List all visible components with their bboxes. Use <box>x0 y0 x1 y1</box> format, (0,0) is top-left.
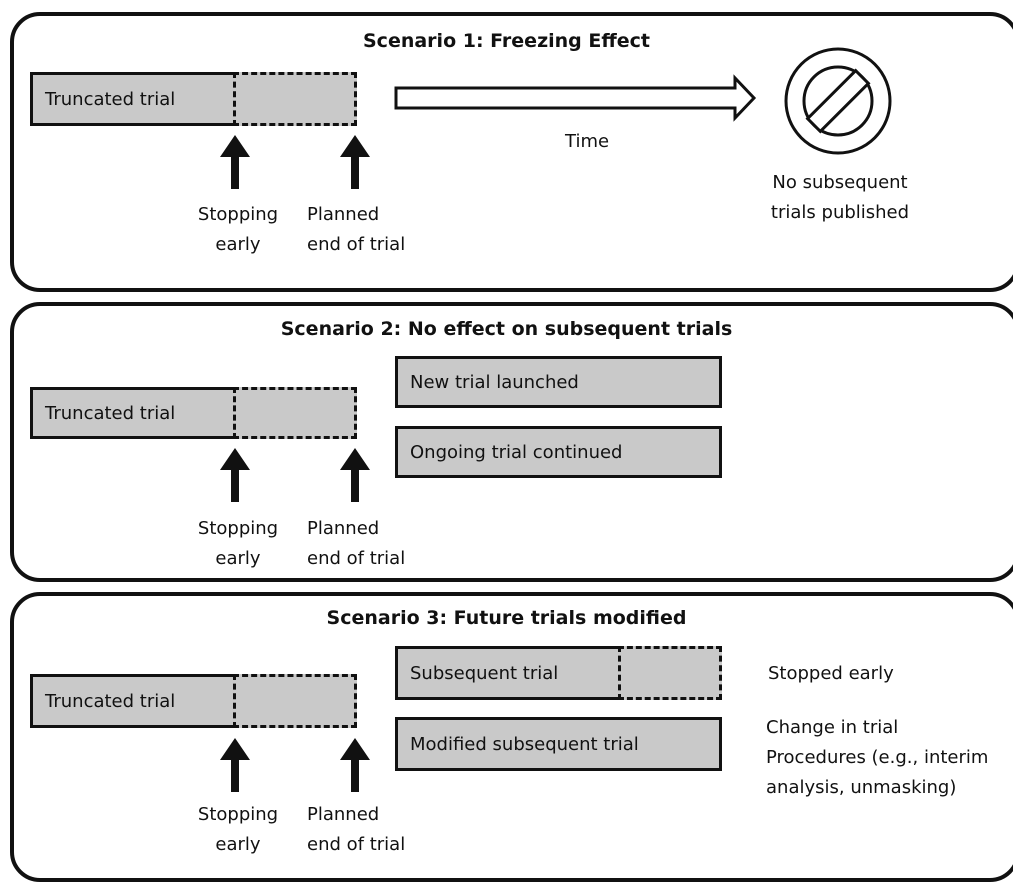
planned-end-arrow-icon <box>340 738 370 792</box>
change-line-2: Procedures (e.g., interim <box>766 747 989 768</box>
scenario-2-title: Scenario 2: No effect on subsequent tria… <box>280 318 733 340</box>
stopping-line-2: early <box>215 234 261 255</box>
planned-end-label: Planned end of trial <box>307 514 405 574</box>
planned-line-2: end of trial <box>307 548 406 569</box>
change-line-1: Change in trial <box>766 717 899 738</box>
stopping-early-arrow-icon <box>220 135 250 189</box>
stopping-line-2: early <box>215 548 261 569</box>
no-subsequent-line-2: trials published <box>770 202 910 223</box>
time-label: Time <box>565 131 610 152</box>
planned-end-label: Planned end of trial <box>307 200 405 260</box>
stopping-line-1: Stopping <box>197 204 279 225</box>
truncated-trial-box: Truncated trial <box>30 674 236 728</box>
stopping-early-arrow-icon <box>220 448 250 502</box>
planned-line-1: Planned <box>307 804 380 825</box>
stopping-line-1: Stopping <box>197 804 279 825</box>
change-procedures-label: Change in trial Procedures (e.g., interi… <box>766 713 988 803</box>
stopping-early-label: Stopping early <box>188 800 288 860</box>
planned-remainder-box <box>233 674 357 728</box>
truncated-trial-box: Truncated trial <box>30 72 236 126</box>
planned-remainder-box <box>233 72 357 126</box>
change-line-3: analysis, unmasking) <box>766 777 957 798</box>
planned-end-arrow-icon <box>340 448 370 502</box>
planned-remainder-box <box>233 387 357 439</box>
stopping-line-2: early <box>215 834 261 855</box>
modified-trial-box: Modified subsequent trial <box>395 717 722 771</box>
stopping-early-arrow-icon <box>220 738 250 792</box>
time-arrow-icon <box>394 74 757 122</box>
scenario-1-title: Scenario 1: Freezing Effect <box>363 30 650 52</box>
ongoing-trial-box: Ongoing trial continued <box>395 426 722 478</box>
stopping-early-label: Stopping early <box>188 514 288 574</box>
no-subsequent-line-1: No subsequent <box>772 172 908 193</box>
scenario-3-title: Scenario 3: Future trials modified <box>326 607 687 629</box>
no-subsequent-label: No subsequent trials published <box>740 168 940 228</box>
subsequent-remainder-box <box>618 646 722 700</box>
planned-end-arrow-icon <box>340 135 370 189</box>
stopping-line-1: Stopping <box>197 518 279 539</box>
truncated-trial-box: Truncated trial <box>30 387 236 439</box>
planned-line-2: end of trial <box>307 834 406 855</box>
new-trial-box: New trial launched <box>395 356 722 408</box>
planned-line-1: Planned <box>307 518 380 539</box>
planned-end-label: Planned end of trial <box>307 800 405 860</box>
stopping-early-label: Stopping early <box>188 200 288 260</box>
subsequent-trial-box: Subsequent trial <box>395 646 621 700</box>
prohibited-icon <box>784 47 892 155</box>
planned-line-1: Planned <box>307 204 380 225</box>
stopped-early-label: Stopped early <box>768 663 894 684</box>
planned-line-2: end of trial <box>307 234 406 255</box>
